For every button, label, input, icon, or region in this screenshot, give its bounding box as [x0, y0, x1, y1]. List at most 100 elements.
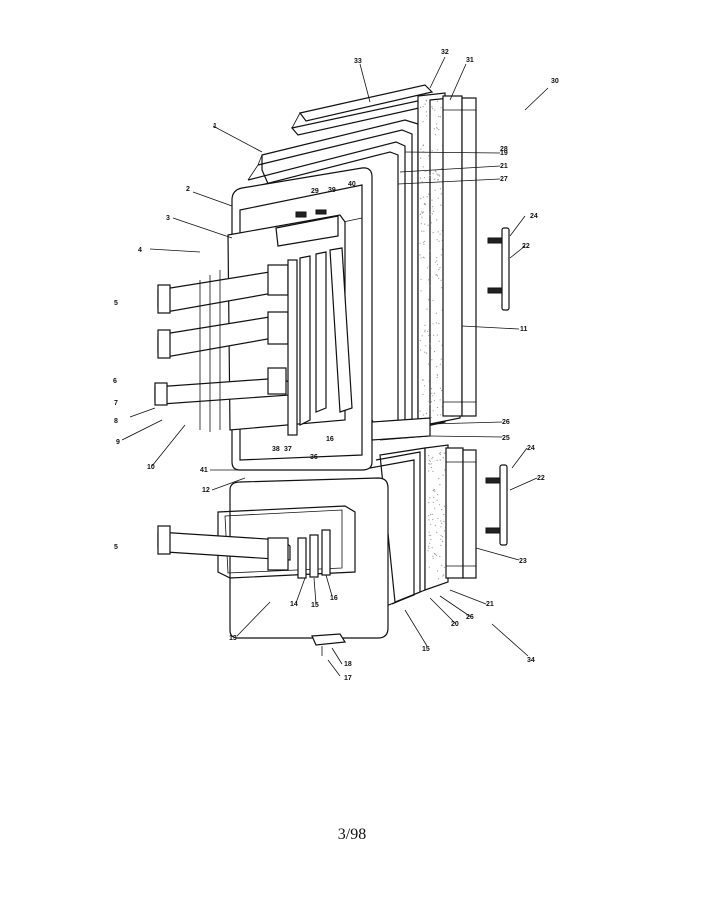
panel-speckle: [436, 366, 438, 368]
part-label: 3: [166, 215, 170, 222]
panel-speckle: [431, 388, 433, 390]
panel-speckle: [424, 324, 426, 326]
part-label: 41: [200, 467, 208, 474]
panel-speckle: [430, 539, 432, 541]
panel-speckle: [425, 412, 428, 414]
panel-speckle: [439, 116, 442, 118]
panel-speckle: [432, 490, 434, 492]
panel-speckle: [430, 347, 432, 349]
panel-speckle: [434, 553, 436, 555]
panel-speckle: [427, 224, 429, 226]
part-label: 24: [530, 213, 538, 220]
panel-speckle: [443, 505, 446, 507]
part-label: 40: [348, 181, 356, 188]
upper-vertical-rails: [199, 247, 353, 436]
panel-speckle: [439, 556, 441, 558]
part-label: 33: [354, 58, 362, 65]
panel-speckle: [429, 211, 432, 213]
panel-speckle: [437, 197, 439, 199]
panel-speckle: [436, 334, 438, 336]
panel-speckle: [419, 254, 421, 256]
panel-speckle: [428, 531, 430, 533]
panel-speckle: [424, 202, 426, 205]
panel-speckle: [431, 150, 433, 152]
panel-speckle: [424, 329, 426, 331]
panel-speckle: [436, 239, 438, 241]
panel-speckle: [421, 181, 423, 183]
panel-speckle: [437, 231, 439, 233]
panel-speckle: [428, 334, 430, 336]
panel-speckle: [429, 213, 431, 215]
panel-speckle: [440, 526, 442, 528]
panel-speckle: [438, 174, 440, 176]
panel-speckle: [437, 517, 439, 520]
part-label: 28: [500, 146, 508, 153]
panel-speckle: [428, 470, 430, 472]
panel-speckle: [428, 463, 430, 465]
panel-speckle: [421, 335, 423, 337]
part-label: 10: [147, 464, 155, 471]
panel-speckle: [431, 213, 433, 215]
panel-speckle: [434, 134, 436, 136]
panel-speckle: [428, 547, 430, 549]
panel-speckle: [431, 359, 433, 361]
panel-speckle: [432, 323, 434, 325]
panel-speckle: [432, 108, 434, 110]
panel-speckle: [428, 155, 430, 157]
panel-speckle: [440, 254, 442, 256]
panel-speckle: [439, 233, 441, 235]
panel-speckle: [440, 452, 442, 454]
panel-speckle: [438, 504, 441, 506]
panel-speckle: [429, 285, 432, 287]
panel-speckle: [440, 544, 442, 547]
panel-speckle: [436, 570, 438, 572]
panel-speckle: [420, 148, 422, 150]
panel-speckle: [436, 257, 438, 259]
bottom-hinge-cover: [311, 633, 347, 656]
panel-speckle: [443, 452, 445, 454]
panel-speckle: [425, 352, 428, 354]
panel-speckle: [422, 106, 424, 108]
panel-speckle: [432, 395, 434, 397]
panel-speckle: [438, 478, 440, 480]
panel-speckle: [439, 459, 441, 461]
part-label: 9: [116, 439, 120, 446]
panel-speckle: [436, 499, 438, 501]
panel-speckle: [440, 414, 442, 416]
panel-speckle: [423, 177, 425, 179]
panel-speckle: [436, 531, 438, 534]
part-label: 26: [466, 614, 474, 621]
panel-speckle: [423, 243, 425, 245]
panel-speckle: [428, 380, 430, 382]
panel-speckle: [441, 522, 443, 525]
panel-speckle: [433, 400, 436, 402]
panel-speckle: [434, 261, 436, 263]
panel-speckle: [431, 458, 433, 460]
panel-speckle: [422, 379, 424, 381]
part-label: 38: [272, 446, 280, 453]
panel-speckle: [429, 460, 431, 462]
panel-speckle: [428, 502, 430, 504]
panel-speckle: [420, 197, 422, 200]
part-label: 29: [311, 188, 319, 195]
panel-speckle: [428, 454, 430, 457]
panel-speckle: [419, 410, 421, 412]
panel-speckle: [434, 109, 436, 111]
part-label: 12: [202, 487, 210, 494]
panel-speckle: [421, 216, 423, 218]
panel-speckle: [437, 578, 440, 580]
panel-speckle: [430, 513, 432, 516]
panel-speckle: [422, 145, 424, 147]
lower-door-frames: [369, 444, 449, 607]
panel-speckle: [435, 170, 437, 173]
panel-speckle: [424, 103, 426, 105]
part-label: 22: [522, 243, 530, 250]
panel-speckle: [436, 100, 438, 102]
panel-speckle: [422, 256, 425, 258]
panel-speckle: [430, 466, 433, 469]
panel-speckle: [439, 387, 442, 389]
panel-speckle: [428, 176, 430, 179]
panel-speckle: [436, 219, 438, 221]
panel-speckle: [425, 204, 427, 206]
panel-speckle: [438, 340, 440, 342]
